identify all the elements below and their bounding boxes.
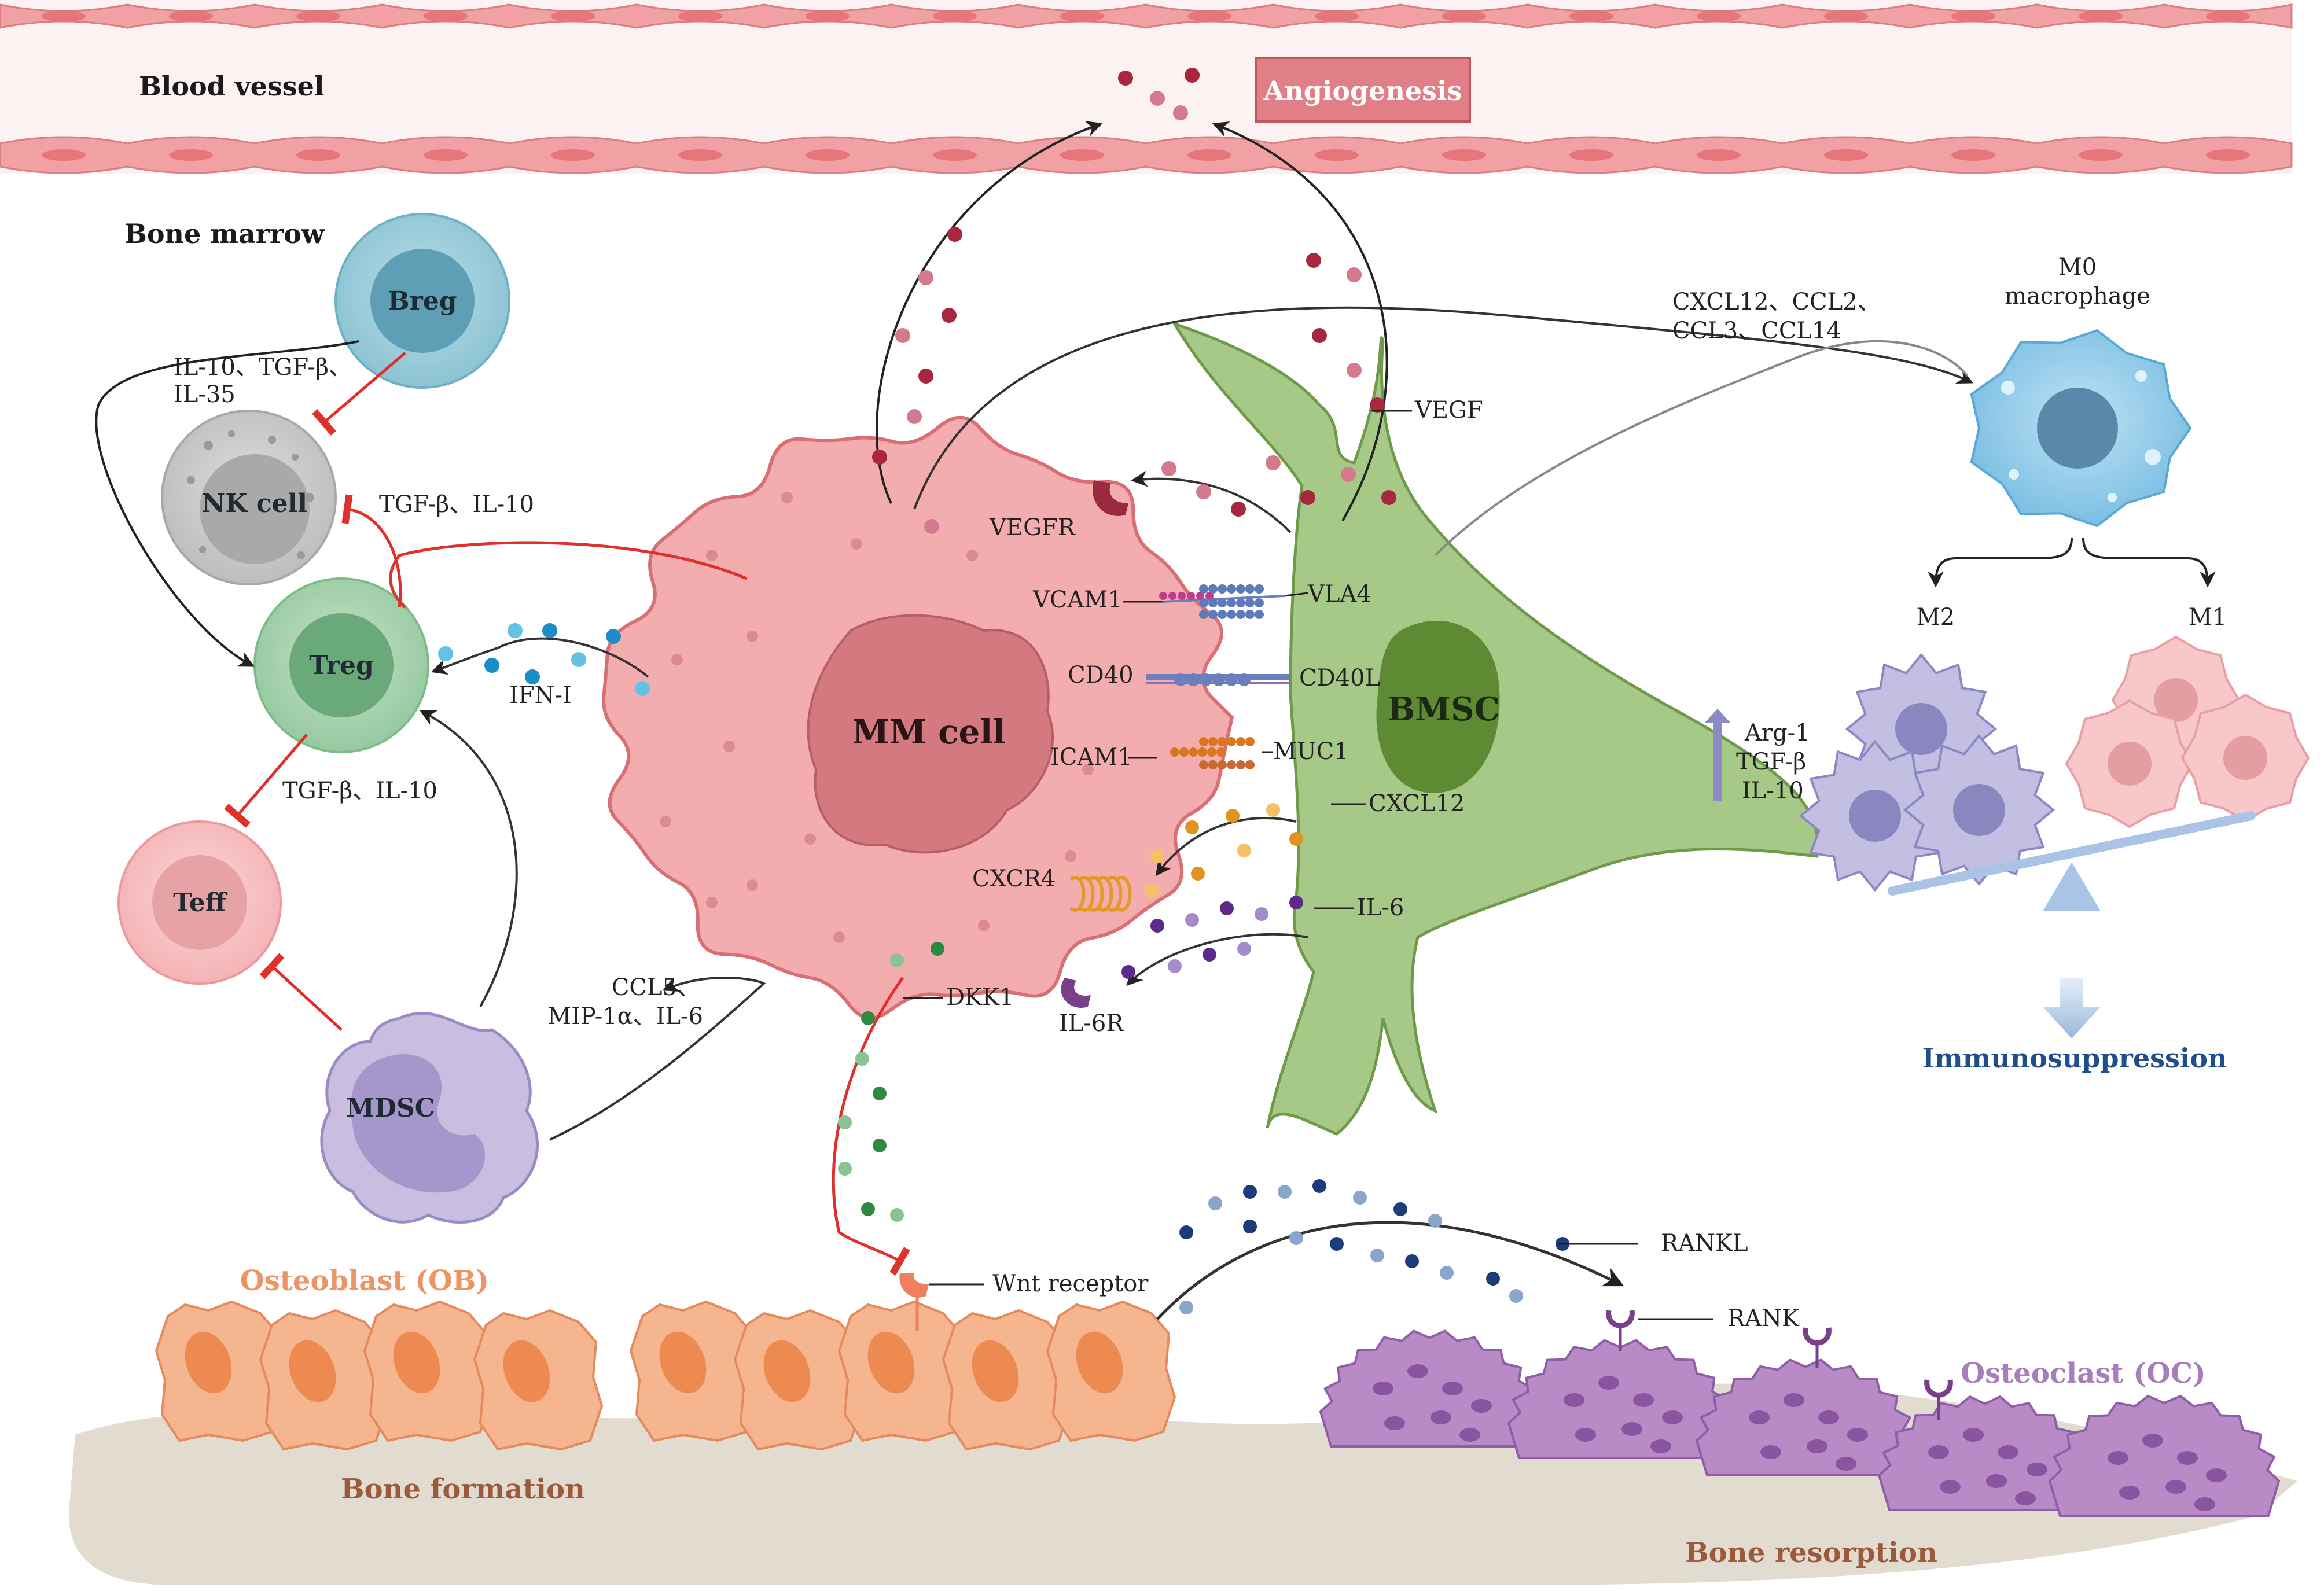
vcam1-label: VCAM1 <box>1032 587 1123 613</box>
bone-marrow-label: Bone marrow <box>124 218 325 249</box>
m0-label: M0 <box>2058 254 2097 281</box>
treg-label: Treg <box>309 651 373 680</box>
m2-macrophages <box>1799 653 2055 892</box>
mm-to-m0-arrow <box>913 306 1974 510</box>
bmsc-to-vessel-arrow <box>1212 121 1388 522</box>
chemokines-1: CXCL12、CCL2、 <box>1672 289 1881 315</box>
breg-label: Breg <box>388 286 457 316</box>
cxcl12-to-cxcr4-arrow <box>1155 817 1297 876</box>
m2-label: M2 <box>1917 604 1955 631</box>
mm-inhibits-nk <box>341 494 402 608</box>
dkk1-inhibits-wnt <box>832 977 910 1276</box>
balance-scale <box>1888 811 2256 1038</box>
bmsc-cell: BMSC <box>1171 321 1819 1136</box>
breg-cell: Breg <box>334 213 510 389</box>
teff-label: Teff <box>173 888 228 918</box>
mdsc-cell: MDSC <box>320 1012 539 1224</box>
treg-teff-cytokines: TGF-β、IL-10 <box>282 778 437 804</box>
arg1-label: Arg-1 <box>1744 720 1810 746</box>
breg-to-treg-arrow <box>95 340 359 667</box>
teff-cell: Teff <box>117 820 282 985</box>
osteoclast-group <box>1319 1310 2280 1517</box>
adhesion-molecules <box>899 480 1290 1331</box>
dkk1-label: DKK1 <box>946 984 1014 1011</box>
mdsc-cytokines-2: MIP-1α、IL-6 <box>547 1003 703 1030</box>
osteoclast-label: Osteoclast (OC) <box>1961 1357 2205 1390</box>
m1-macrophages <box>2065 636 2310 828</box>
bmsc-label: BMSC <box>1388 690 1500 728</box>
breg-inhibits-nk <box>312 352 406 436</box>
m0-macrophage <box>1970 329 2192 528</box>
ifn-label: IFN-I <box>509 682 572 709</box>
angiogenesis-label: Angiogenesis <box>1263 75 1462 106</box>
osteoblast-group <box>155 1301 1176 1450</box>
mm-to-mdsc-arrow <box>549 977 766 1141</box>
angiogenesis-box: Angiogenesis <box>1255 57 1471 123</box>
mm-cell-label: MM cell <box>852 712 1006 752</box>
immunosuppression-label: Immunosuppression <box>1922 1043 2227 1074</box>
vla4-label: VLA4 <box>1307 581 1371 607</box>
m0-to-m2-arrow <box>1928 537 2073 588</box>
cxcl12-label: CXCL12 <box>1369 790 1465 817</box>
mdsc-label: MDSC <box>346 1093 435 1123</box>
mdsc-to-treg-arrow <box>420 710 518 1007</box>
treg-cell: Treg <box>253 577 429 753</box>
breg-cytokines-1: IL-10、TGF-β、 <box>174 354 352 381</box>
blood-vessel: Blood vessel <box>0 0 2293 174</box>
vegf-label: VEGF <box>1414 397 1483 423</box>
m0-to-m1-arrow <box>2082 537 2216 588</box>
rank-label: RANK <box>1727 1305 1800 1332</box>
osteoblast-label: Osteoblast (OB) <box>240 1265 489 1297</box>
nk-cell: NK cell <box>161 410 337 585</box>
signal-labels: IL-10、TGF-β、 IL-35 TGF-β、IL-10 IFN-I TGF… <box>174 289 1881 1332</box>
inhibition-lines <box>224 352 910 1276</box>
treg-inhibits-teff <box>224 734 308 828</box>
cd40-label: CD40 <box>1068 662 1134 688</box>
rankl-arrow <box>1156 1221 1624 1320</box>
mm-inhibits-nk-path <box>389 541 747 609</box>
m0-sub-label: macrophage <box>2005 283 2150 310</box>
m2-markers: Arg-1 TGF-β IL-10 <box>1704 709 1810 804</box>
il6r-label: IL-6R <box>1059 1010 1124 1037</box>
vegfr-label: VEGFR <box>989 514 1076 541</box>
mm-cell: MM cell <box>602 415 1234 1020</box>
rankl-label: RANKL <box>1661 1230 1748 1257</box>
mdsc-cytokines-1: CCL5、 <box>612 974 700 1001</box>
cxcr4-label: CXCR4 <box>972 866 1056 892</box>
cd40l-label: CD40L <box>1299 665 1380 691</box>
bmsc-to-m0-line <box>1434 340 1969 557</box>
bone-formation-label: Bone formation <box>341 1473 585 1505</box>
breg-cytokines-2: IL-35 <box>174 381 236 408</box>
mm-nk-cytokines: TGF-β、IL-10 <box>379 491 534 518</box>
m1-label: M1 <box>2189 604 2227 631</box>
vegf-to-vegfr-arrow <box>1131 470 1292 533</box>
leader-lines <box>903 410 1713 1320</box>
signal-molecules <box>438 68 1569 1314</box>
nk-label: NK cell <box>202 489 307 518</box>
muc1-label: MUC1 <box>1273 738 1349 765</box>
il6-label: IL-6 <box>1357 894 1404 921</box>
mm-to-treg-ifn-arrow <box>431 637 649 678</box>
tgfb-label: TGF-β <box>1736 749 1806 775</box>
il6-to-il6r-arrow <box>1126 933 1308 986</box>
bone-resorption-label: Bone resorption <box>1685 1537 1937 1569</box>
mdsc-inhibits-teff <box>259 953 343 1031</box>
wnt-label: Wnt receptor <box>992 1270 1149 1297</box>
il10-label: IL-10 <box>1742 778 1804 804</box>
icam1-label: ICAM1 <box>1050 744 1132 771</box>
chemokines-2: CCL3、CCL14 <box>1672 318 1841 344</box>
blood-vessel-label: Blood vessel <box>139 71 324 102</box>
